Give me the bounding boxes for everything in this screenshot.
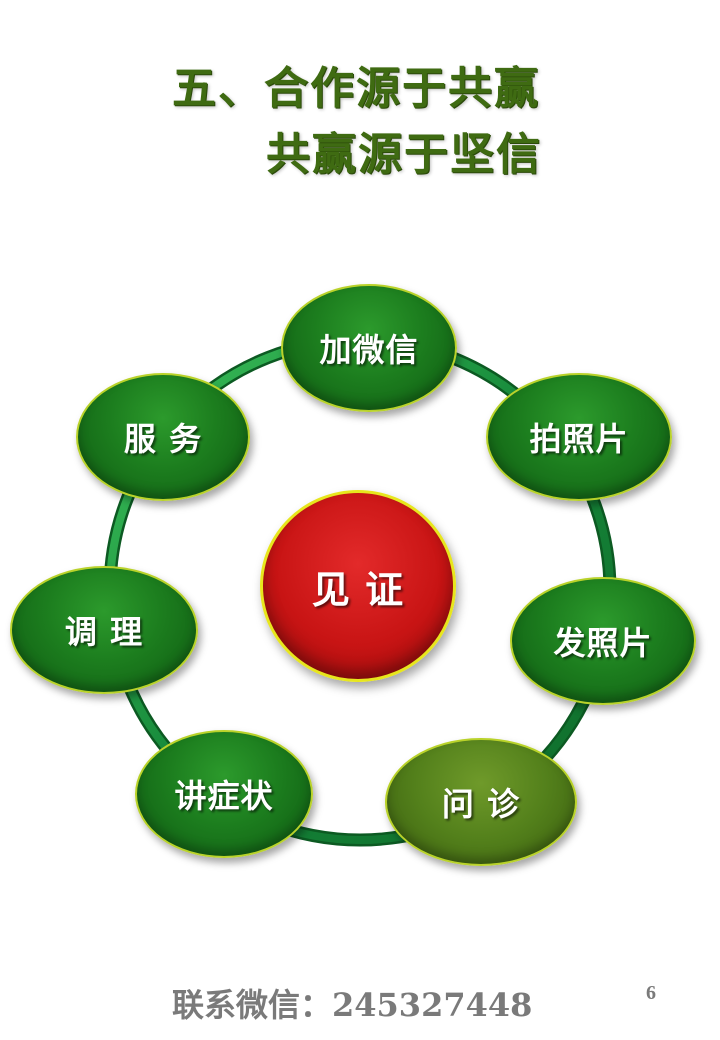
node-describe-symptoms: 讲症状 <box>135 730 313 858</box>
node-service: 服 务 <box>76 373 250 501</box>
node-label: 拍照片 <box>529 420 629 458</box>
node-label: 问 诊 <box>441 785 521 823</box>
page-number: 6 <box>646 982 656 1004</box>
node-send-photo: 发照片 <box>510 577 696 705</box>
node-label: 讲症状 <box>174 777 274 815</box>
node-conditioning: 调 理 <box>10 566 198 694</box>
node-witness-center: 见 证 <box>260 490 456 682</box>
node-label: 加微信 <box>319 331 419 369</box>
node-label: 发照片 <box>553 624 653 662</box>
node-add-wechat: 加微信 <box>281 284 457 412</box>
node-consultation: 问 诊 <box>385 738 577 866</box>
node-label: 服 务 <box>123 420 203 458</box>
contact-footer: 联系微信：245327448 <box>172 986 533 1024</box>
center-label: 见 证 <box>311 567 405 612</box>
node-label: 调 理 <box>64 613 144 651</box>
title-line-2: 共赢源于坚信 <box>266 129 542 180</box>
node-take-photo: 拍照片 <box>486 373 672 501</box>
title-line-1: 五、合作源于共赢 <box>172 63 540 114</box>
